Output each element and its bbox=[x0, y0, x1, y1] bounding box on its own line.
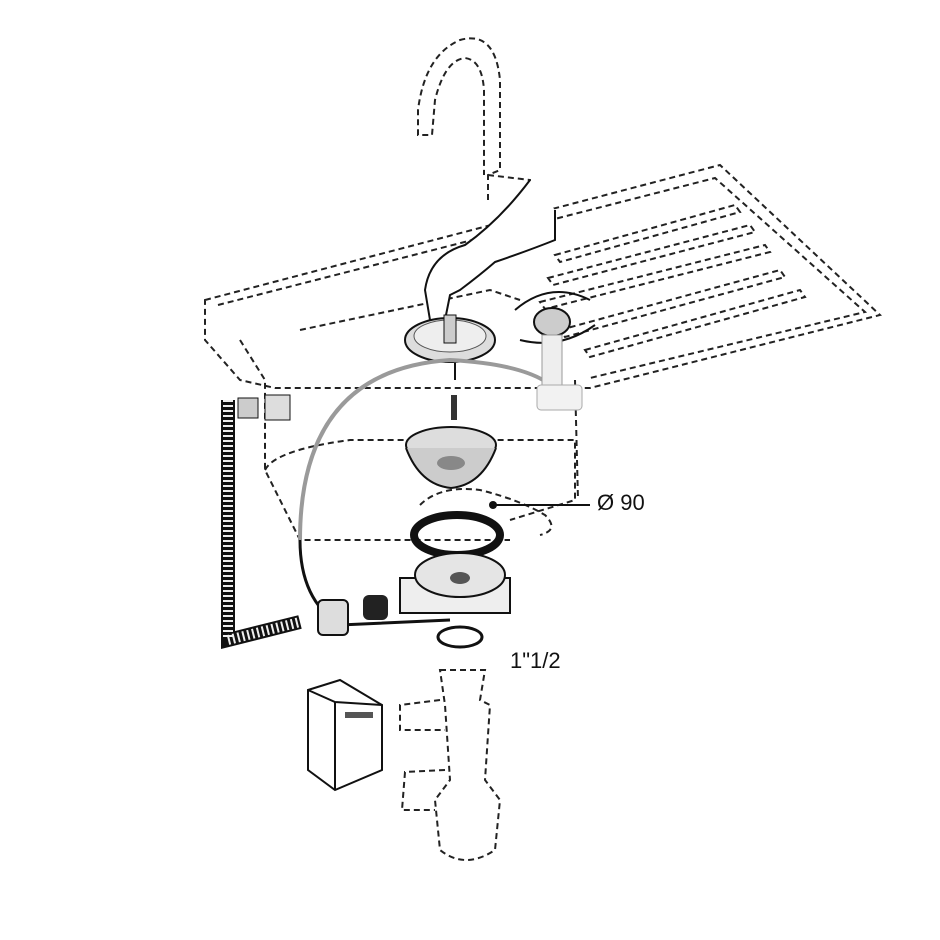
hose-nut bbox=[317, 599, 349, 636]
rubber-cone bbox=[363, 595, 388, 620]
hand-illustration bbox=[423, 179, 556, 321]
drainer-ribs bbox=[538, 203, 807, 359]
diameter-label: Ø 90 bbox=[597, 490, 645, 515]
washing-machine bbox=[307, 678, 383, 792]
strainer-basket bbox=[405, 426, 497, 490]
spindle-pin bbox=[451, 395, 457, 420]
bottle-trap bbox=[399, 669, 502, 861]
drain-body bbox=[399, 552, 511, 614]
sealing-ring bbox=[410, 511, 504, 559]
corrugated-pipe bbox=[221, 394, 302, 649]
diameter-leader bbox=[489, 501, 590, 509]
thread-washer bbox=[436, 625, 484, 649]
overflow-knob bbox=[514, 291, 596, 411]
strainer-plug bbox=[404, 314, 496, 380]
thread-size-label: 1"1/2 bbox=[510, 648, 561, 673]
overflow-hose bbox=[298, 357, 562, 541]
